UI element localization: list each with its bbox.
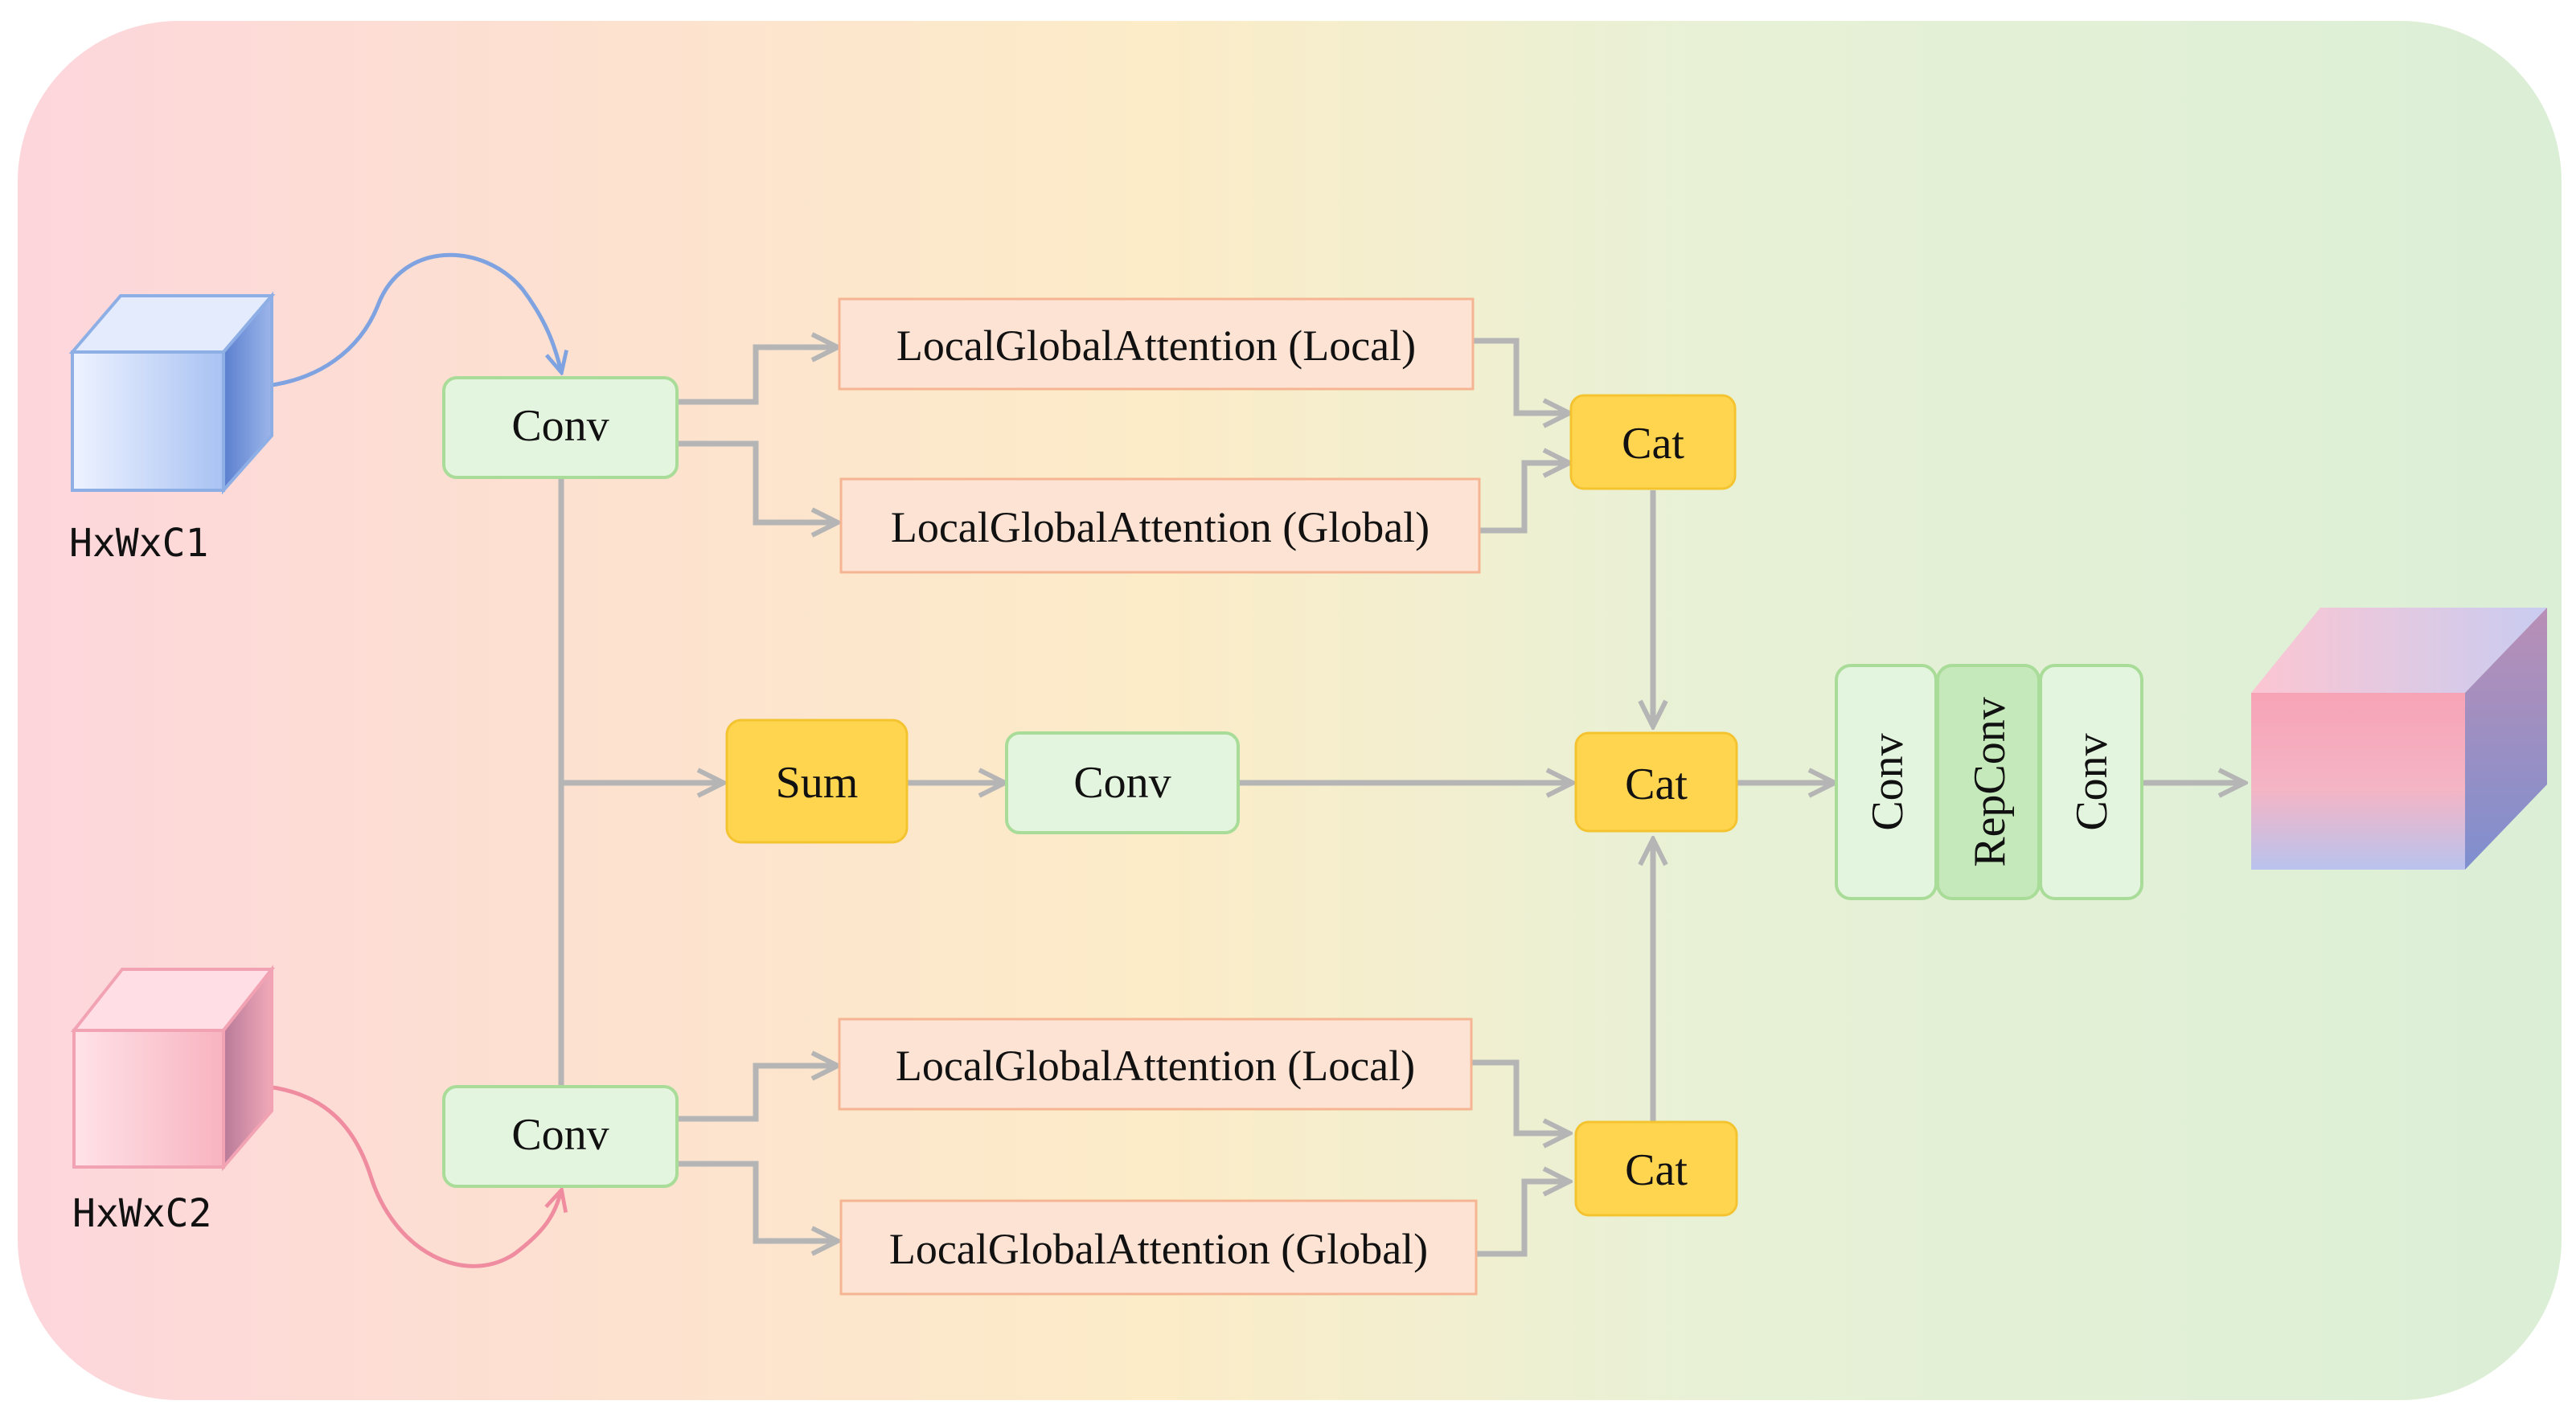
lga-bottom-global-label: LocalGlobalAttention (Global) bbox=[889, 1225, 1428, 1273]
edge-lgab-local-catbot bbox=[1471, 1059, 1568, 1133]
lga-bottom-local-label: LocalGlobalAttention (Local) bbox=[896, 1042, 1415, 1090]
stack-conv-left-label: Conv bbox=[1863, 733, 1913, 830]
cat-top-label: Cat bbox=[1622, 419, 1684, 469]
edge-lga-local-cattop bbox=[1473, 338, 1568, 413]
cat-middle-node: Cat bbox=[1574, 731, 1738, 833]
output-cube-side bbox=[2465, 608, 2547, 870]
edge-input-top-curve bbox=[244, 252, 561, 390]
edge-lga-global-cattop bbox=[1479, 463, 1568, 534]
input-cube-bottom-front bbox=[72, 1029, 225, 1169]
lga-bottom-local-node: LocalGlobalAttention (Local) bbox=[838, 1018, 1473, 1111]
conv-bottom-node: Conv bbox=[442, 1085, 679, 1188]
connectors bbox=[558, 338, 2243, 1257]
sum-label: Sum bbox=[776, 758, 859, 808]
input-label-bottom: HxWxC2 bbox=[72, 1191, 211, 1236]
stack-conv-right-node: Conv bbox=[2039, 664, 2143, 900]
edge-convbot-lga-global bbox=[677, 1161, 836, 1241]
stack-repconv-label: RepConv bbox=[1965, 697, 2015, 867]
lga-top-global-label: LocalGlobalAttention (Global) bbox=[891, 503, 1430, 551]
edge-convbot-lga-local bbox=[677, 1066, 836, 1122]
conv-top-label: Conv bbox=[511, 401, 609, 451]
input-cube-top-front bbox=[71, 350, 225, 492]
conv-middle-label: Conv bbox=[1073, 758, 1171, 808]
edge-input-bottom-curve bbox=[240, 1083, 561, 1268]
edge-convtop-lga-local bbox=[677, 347, 836, 405]
cat-middle-label: Cat bbox=[1625, 760, 1688, 809]
input-cube-bottom bbox=[70, 964, 276, 1172]
edge-convtop-lga-global bbox=[677, 440, 836, 522]
lga-top-global-node: LocalGlobalAttention (Global) bbox=[839, 477, 1481, 574]
sum-node: Sum bbox=[725, 719, 909, 844]
cat-top-node: Cat bbox=[1569, 394, 1737, 490]
background-panel bbox=[18, 21, 2562, 1400]
lga-top-local-node: LocalGlobalAttention (Local) bbox=[838, 297, 1475, 391]
input-label-top: HxWxC1 bbox=[69, 521, 208, 566]
conv-bottom-label: Conv bbox=[511, 1110, 609, 1160]
output-cube-front bbox=[2251, 693, 2465, 870]
conv-middle-node: Conv bbox=[1005, 731, 1240, 834]
stack-conv-right-label: Conv bbox=[2067, 733, 2117, 830]
input-cube-top bbox=[68, 291, 276, 495]
cat-bottom-label: Cat bbox=[1625, 1145, 1688, 1195]
edge-lgab-global-catbot bbox=[1476, 1181, 1568, 1257]
stack-conv-left-node: Conv bbox=[1835, 664, 1938, 900]
conv-top-node: Conv bbox=[442, 376, 679, 479]
output-cube-top bbox=[2251, 608, 2547, 693]
stack-repconv-node: RepConv bbox=[1936, 664, 2041, 900]
cat-bottom-node: Cat bbox=[1574, 1120, 1738, 1217]
lga-top-local-label: LocalGlobalAttention (Local) bbox=[896, 321, 1416, 370]
lga-bottom-global-node: LocalGlobalAttention (Global) bbox=[839, 1199, 1478, 1296]
output-cube bbox=[2251, 608, 2547, 870]
